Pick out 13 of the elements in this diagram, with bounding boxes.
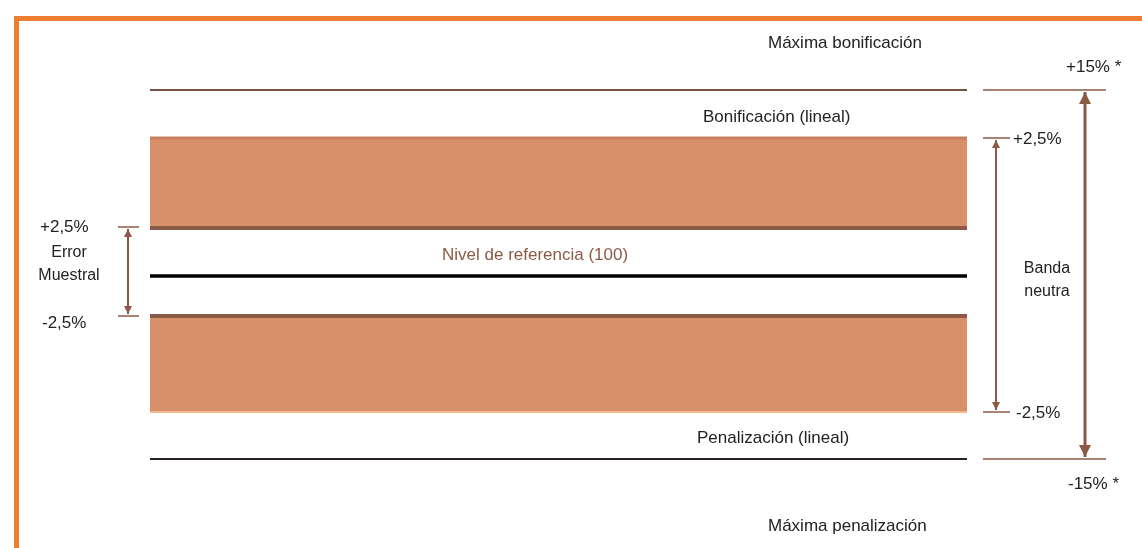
percent-label: +2,5% — [1013, 128, 1062, 150]
zone-label: Penalización (lineal) — [697, 427, 850, 449]
percent-label: +2,5% — [40, 216, 89, 238]
zone-label: Bonificación (lineal) — [703, 106, 851, 128]
band-label: Banda neutra — [1022, 258, 1072, 301]
percent-label: -15% * — [1068, 473, 1120, 495]
reference-label: Nivel de referencia (100) — [442, 244, 629, 266]
level-label: Máxima penalización — [768, 515, 927, 537]
percent-label: +15% * — [1066, 56, 1122, 78]
level-label: Máxima bonificación — [768, 32, 922, 54]
percent-label: -2,5% — [1016, 402, 1061, 424]
axis-label: Error Muestral — [37, 242, 101, 285]
percent-label: -2,5% — [42, 312, 87, 334]
